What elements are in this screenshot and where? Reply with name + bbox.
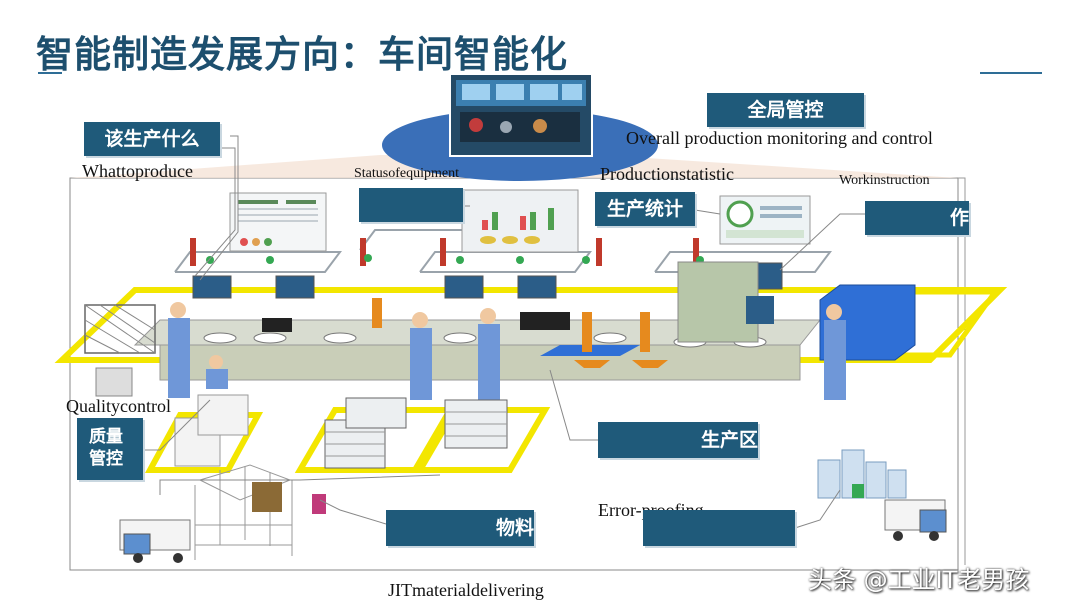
equipment-status-caption: Statusofequipment <box>354 166 459 181</box>
error-proofing-label <box>643 510 795 546</box>
title-rule-left <box>38 72 62 74</box>
quality-control-label: 质量管控 <box>77 418 143 480</box>
source-watermark: 头条 @工业IT老男孩 <box>808 566 1030 594</box>
material-label: 物料 <box>386 510 534 546</box>
what-to-produce-label: 该生产什么 <box>84 122 220 156</box>
title-rule-right <box>980 72 1042 74</box>
equipment-status-label <box>359 188 463 222</box>
truck-left <box>119 519 191 563</box>
jit-material-caption: JITmaterialdelivering <box>388 580 544 600</box>
what-to-produce-caption: Whattoproduce <box>82 161 193 181</box>
production-line-label: 生产区 <box>598 422 758 458</box>
quality-control-caption: Qualitycontrol <box>66 396 171 416</box>
work-instruction-caption: Workinstruction <box>839 173 930 188</box>
page-title: 智能制造发展方向：车间智能化 <box>36 33 568 76</box>
production-statistic-caption: Productionstatistic <box>600 164 734 184</box>
work-instruction-label: 作 <box>865 201 969 235</box>
overall-control-caption: Overall production monitoring and contro… <box>626 128 933 148</box>
production-statistic-label: 生产统计 <box>595 192 695 226</box>
overall-control-label: 全局管控 <box>707 93 864 127</box>
truck-right <box>884 499 947 541</box>
